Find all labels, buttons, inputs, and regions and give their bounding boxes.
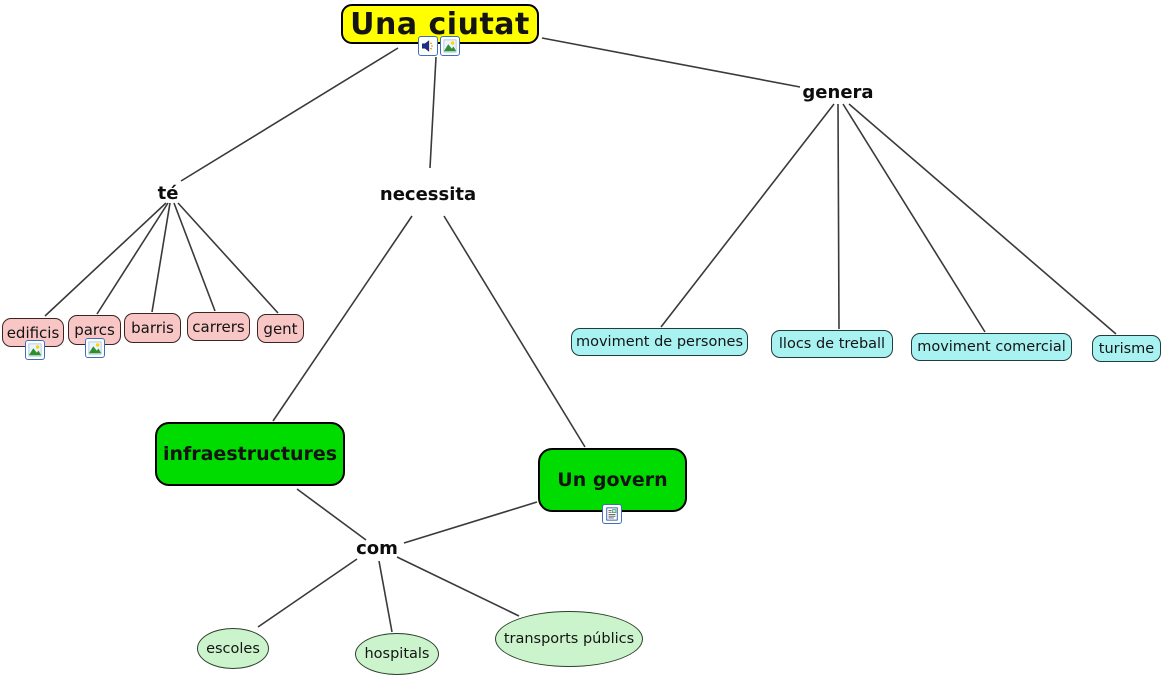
- concept-moviment-de-persones[interactable]: moviment de persones: [571, 328, 748, 356]
- connector-line: [44, 202, 167, 317]
- connector-line: [177, 202, 279, 314]
- speaker-icon[interactable]: [418, 36, 438, 56]
- concept-parcs[interactable]: parcs: [68, 315, 121, 345]
- connector-line: [660, 103, 835, 328]
- connector-line: [842, 103, 986, 333]
- connector-line: [396, 556, 520, 617]
- concept-llocs-de-treball[interactable]: llocs de treball: [771, 330, 893, 358]
- concept-barris[interactable]: barris: [124, 313, 181, 343]
- connector-line: [96, 202, 169, 315]
- concept-infraestructures[interactable]: infraestructures: [155, 422, 345, 486]
- concept-escoles[interactable]: escoles: [197, 628, 269, 669]
- document-icon[interactable]: [602, 504, 622, 524]
- connector-line: [541, 37, 801, 88]
- image-icon[interactable]: [25, 340, 45, 360]
- image-icon[interactable]: [440, 36, 460, 56]
- concept-un-govern[interactable]: Un govern: [538, 448, 687, 512]
- linking-phrase-com[interactable]: com: [356, 537, 398, 559]
- connector-line: [296, 488, 367, 541]
- concept-transports-publics[interactable]: transports públics: [495, 611, 643, 667]
- concept-hospitals[interactable]: hospitals: [355, 633, 439, 675]
- image-icon[interactable]: [85, 338, 105, 358]
- concept-moviment-comercial[interactable]: moviment comercial: [911, 333, 1072, 361]
- connector-line: [257, 558, 358, 628]
- connector-line: [272, 215, 413, 422]
- connector-line: [837, 103, 840, 330]
- concept-turisme[interactable]: turisme: [1092, 335, 1161, 362]
- connector-line: [180, 47, 399, 182]
- root-resource-icons: [418, 36, 460, 56]
- connector-line: [403, 501, 538, 544]
- connector-line: [429, 56, 437, 169]
- linking-phrase-necessita[interactable]: necessita: [379, 183, 477, 205]
- connector-line: [443, 215, 586, 448]
- connector-line: [151, 202, 171, 313]
- linking-phrase-genera[interactable]: genera: [802, 81, 874, 103]
- concept-gent[interactable]: gent: [257, 314, 304, 343]
- connector-line: [173, 202, 216, 312]
- concept-carrers[interactable]: carrers: [187, 312, 250, 341]
- connector-line: [848, 103, 1117, 335]
- connector-line: [378, 560, 393, 633]
- linking-phrase-te[interactable]: té: [157, 182, 179, 204]
